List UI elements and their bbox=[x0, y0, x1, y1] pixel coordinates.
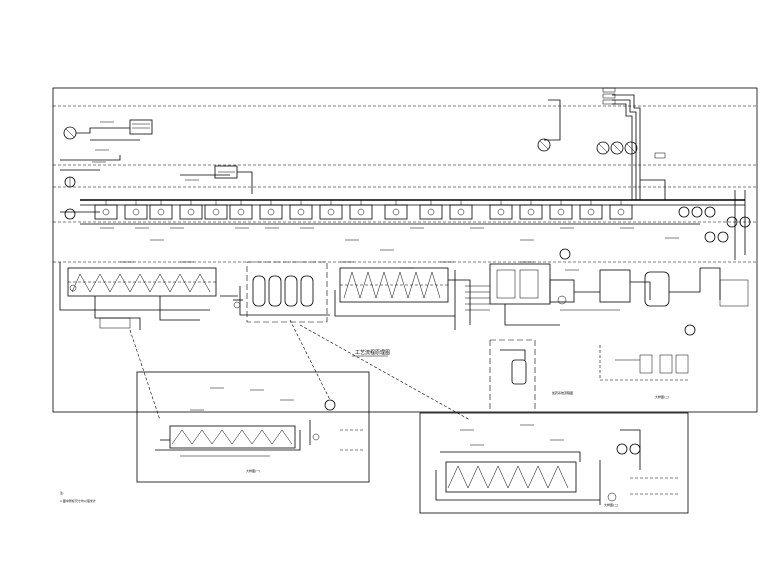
filter-unit-valve bbox=[102, 208, 110, 216]
process-train-3 bbox=[489, 248, 749, 336]
filter-unit bbox=[319, 204, 343, 220]
top-right-pipe-bundle bbox=[602, 87, 666, 200]
filter-unit-valve bbox=[527, 208, 535, 216]
filter-unit bbox=[609, 204, 633, 220]
note-line-1: 1.图中所标尺寸均以毫米计 bbox=[60, 498, 96, 503]
note-header: 注: bbox=[60, 490, 64, 495]
filter-row bbox=[80, 190, 746, 260]
filter-unit bbox=[489, 204, 513, 220]
filter-unit-valve bbox=[212, 208, 220, 216]
process-tanks-dashed-group bbox=[220, 261, 330, 323]
filter-unit-valve bbox=[557, 208, 565, 216]
filter-unit-valve bbox=[617, 208, 625, 216]
top-middle-unit bbox=[180, 165, 253, 194]
sub-right-caption: 大样图(二) bbox=[655, 394, 669, 399]
filter-unit bbox=[449, 204, 473, 220]
main-caption: 工艺流程原理图 bbox=[355, 349, 390, 356]
filter-unit bbox=[419, 204, 443, 220]
process-train-2 bbox=[334, 267, 490, 330]
filter-unit-valve bbox=[187, 208, 195, 216]
process-train-1 bbox=[59, 262, 217, 330]
main-frame bbox=[52, 87, 758, 413]
filter-unit bbox=[259, 204, 283, 220]
filter-unit bbox=[289, 204, 313, 220]
filter-unit bbox=[229, 204, 253, 220]
filter-unit-valve bbox=[267, 208, 275, 216]
filter-unit bbox=[519, 204, 543, 220]
filter-unit-valve bbox=[427, 208, 435, 216]
top-left-inlet-assembly bbox=[60, 119, 153, 220]
filter-unit bbox=[384, 204, 408, 220]
filter-unit bbox=[179, 204, 203, 220]
filter-unit bbox=[349, 204, 373, 220]
filter-unit bbox=[579, 204, 603, 220]
detail-box-right bbox=[419, 412, 689, 514]
filter-unit-valve bbox=[392, 208, 400, 216]
sub-caption: 加药系统流程图 bbox=[552, 390, 573, 395]
top-right-valve-circles bbox=[537, 99, 638, 155]
sub-system-dashed-box bbox=[489, 339, 690, 412]
filter-unit-valve bbox=[237, 208, 245, 216]
filter-unit-valve bbox=[497, 208, 505, 216]
filter-row-right-valves bbox=[678, 206, 751, 243]
filter-unit bbox=[204, 204, 228, 220]
detail-leader-lines bbox=[129, 319, 471, 421]
filter-unit-valve bbox=[297, 208, 305, 216]
label-ticks bbox=[92, 121, 679, 446]
filter-unit-valve bbox=[587, 208, 595, 216]
detail-right-caption: 大样图(二) bbox=[604, 502, 618, 507]
filter-unit-valve bbox=[327, 208, 335, 216]
filter-unit-valve bbox=[457, 208, 465, 216]
filter-unit-valve bbox=[132, 208, 140, 216]
filter-unit bbox=[149, 204, 173, 220]
detail-left-caption: 大样图(一) bbox=[246, 468, 260, 473]
detail-box-left bbox=[136, 371, 370, 483]
filter-unit-valve bbox=[157, 208, 165, 216]
filter-unit bbox=[124, 204, 148, 220]
filter-unit-valve bbox=[357, 208, 365, 216]
filter-unit bbox=[549, 204, 573, 220]
